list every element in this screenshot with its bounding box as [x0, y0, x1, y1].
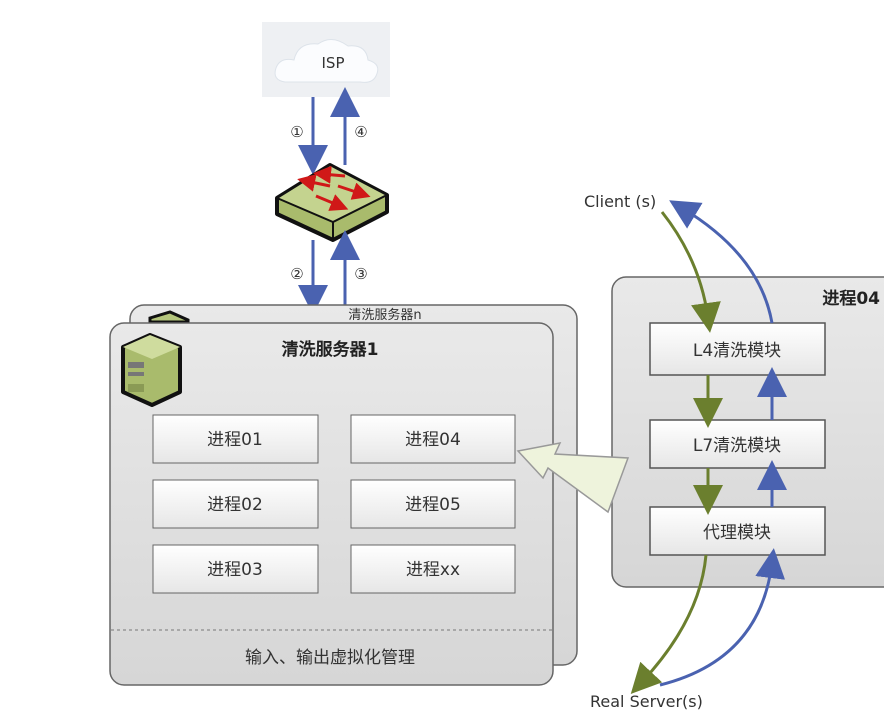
io-virtualization-label: 输入、输出虚拟化管理	[245, 648, 415, 668]
arrow-real-server-to-proxy	[659, 548, 786, 687]
step-1-label: ①	[290, 123, 303, 141]
process-box-04[interactable]: 进程04	[350, 414, 516, 464]
arrow-l4-to-client	[669, 200, 774, 324]
process-box-xx[interactable]: 进程xx	[350, 544, 516, 594]
process-box-02[interactable]: 进程02	[152, 479, 319, 529]
svg-text:进程03: 进程03	[207, 560, 263, 580]
module-proxy[interactable]: 代理模块	[649, 506, 826, 556]
svg-text:L4清洗模块: L4清洗模块	[693, 341, 781, 361]
process-box-05[interactable]: 进程05	[350, 479, 516, 529]
svg-text:进程02: 进程02	[207, 495, 263, 515]
process-04-detail-panel: 进程04 L4清洗模块 L7清洗模块 代理模块	[611, 276, 884, 588]
server-icon	[121, 333, 182, 407]
real-server-label: Real Server(s)	[590, 692, 703, 711]
server-1-title: 清洗服务器1	[282, 339, 379, 360]
step-3-label: ③	[354, 265, 367, 283]
server-n-title: 清洗服务器n	[348, 307, 421, 323]
client-label: Client (s)	[584, 192, 656, 211]
detail-pointer-arrow	[516, 441, 630, 514]
step-2-label: ②	[290, 265, 303, 283]
module-l7[interactable]: L7清洗模块	[649, 419, 826, 469]
switch-icon	[274, 163, 390, 242]
isp-label: ISP	[322, 54, 345, 72]
svg-text:进程xx: 进程xx	[406, 560, 460, 580]
module-l4[interactable]: L4清洗模块	[649, 322, 826, 376]
isp-cloud: ISP	[262, 22, 390, 97]
svg-text:代理模块: 代理模块	[703, 523, 771, 543]
process-box-03[interactable]: 进程03	[152, 544, 319, 594]
svg-text:进程04: 进程04	[405, 430, 461, 450]
step-4-label: ④	[354, 123, 367, 141]
svg-text:进程01: 进程01	[207, 430, 263, 450]
server-1-panel: 清洗服务器1 进程01 进程04 进程02 进程05 进程03 进程xx 输入、…	[109, 322, 554, 686]
process-box-01[interactable]: 进程01	[152, 414, 319, 464]
svg-text:L7清洗模块: L7清洗模块	[693, 436, 781, 456]
svg-text:进程05: 进程05	[405, 495, 461, 515]
process-04-title: 进程04	[822, 289, 880, 309]
process-grid: 进程01 进程04 进程02 进程05 进程03 进程xx	[152, 414, 516, 594]
arrow-proxy-to-real-server	[630, 554, 708, 694]
